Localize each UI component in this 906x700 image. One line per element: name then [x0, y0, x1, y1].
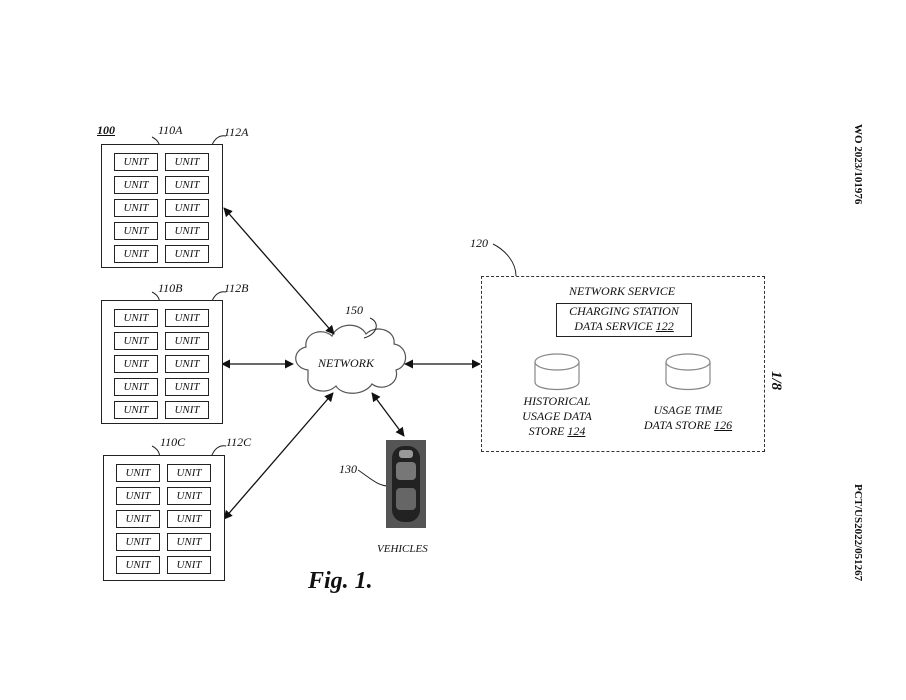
charging-station-b: [101, 300, 223, 424]
unit-box: UNIT: [114, 401, 158, 419]
historical-store-cylinder: [534, 353, 580, 391]
network-service-title: NETWORK SERVICE: [568, 284, 676, 298]
historical-ref: 124: [567, 424, 586, 438]
unit-box: UNIT: [116, 533, 160, 551]
station-c-ref: 110C: [160, 435, 186, 449]
station-c-unit-ref: 112C: [226, 435, 252, 449]
unit-box: UNIT: [167, 487, 211, 505]
unit-box: UNIT: [165, 245, 209, 263]
usage-time-ref: 126: [714, 418, 733, 432]
station-a-unit-ref: 112A: [224, 125, 249, 139]
network-ref: 150: [345, 303, 363, 317]
usage-time-store-cylinder: [665, 353, 711, 391]
station-b-ref: 110B: [158, 281, 183, 295]
unit-box: UNIT: [114, 199, 158, 217]
unit-box: UNIT: [165, 176, 209, 194]
unit-box: UNIT: [165, 378, 209, 396]
unit-box: UNIT: [116, 510, 160, 528]
link-network-vehicle: [371, 392, 405, 437]
charging-station-a: [101, 144, 223, 268]
unit-box: UNIT: [165, 199, 209, 217]
unit-box: UNIT: [114, 309, 158, 327]
unit-box: UNIT: [167, 533, 211, 551]
link-110C-network: [223, 392, 334, 520]
network-label: NETWORK: [318, 356, 375, 370]
unit-box: UNIT: [165, 332, 209, 350]
unit-box: UNIT: [114, 378, 158, 396]
historical-usage-data-store: HISTORICAL USAGE DATA STORE 124: [490, 394, 624, 439]
unit-box: UNIT: [114, 355, 158, 373]
unit-box: UNIT: [116, 487, 160, 505]
historical-line1: HISTORICAL: [523, 394, 591, 408]
link-110A-network: [223, 207, 335, 335]
historical-line2: USAGE DATA: [522, 409, 592, 423]
network-cloud: [295, 324, 407, 394]
usage-time-line2: DATA STORE: [643, 418, 712, 432]
charging-service-line1: CHARGING STATION: [569, 304, 679, 318]
unit-box: UNIT: [114, 222, 158, 240]
unit-box: UNIT: [114, 176, 158, 194]
publication-number: WO 2023/101976: [852, 124, 864, 205]
unit-box: UNIT: [167, 464, 211, 482]
historical-line3: STORE: [528, 424, 565, 438]
unit-box: UNIT: [165, 355, 209, 373]
sheet-number: 1/8: [768, 371, 784, 391]
vehicles-label: VEHICLES: [377, 543, 428, 555]
station-b-unit-ref: 112B: [224, 281, 249, 295]
application-number: PCT/US2022/051267: [852, 484, 864, 582]
charging-service-ref: 122: [655, 319, 674, 333]
charging-station-c: [103, 455, 225, 581]
unit-box: UNIT: [167, 510, 211, 528]
unit-box: UNIT: [114, 245, 158, 263]
vehicles-ref: 130: [339, 462, 357, 476]
vehicle-drawing: [386, 440, 426, 528]
charging-service-line2: DATA SERVICE: [574, 319, 653, 333]
network-service-ref: 120: [470, 236, 488, 250]
network-service-box: [481, 276, 765, 452]
figure-caption: Fig. 1.: [308, 568, 373, 594]
unit-box: UNIT: [165, 401, 209, 419]
usage-time-data-store: USAGE TIME DATA STORE 126: [620, 403, 756, 433]
unit-box: UNIT: [167, 556, 211, 574]
charging-station-data-service: CHARGING STATION DATA SERVICE 122: [556, 303, 692, 337]
unit-box: UNIT: [116, 464, 160, 482]
unit-box: UNIT: [165, 222, 209, 240]
system-ref-label: 100: [97, 123, 115, 137]
unit-box: UNIT: [165, 153, 209, 171]
usage-time-line1: USAGE TIME: [653, 403, 723, 417]
unit-box: UNIT: [165, 309, 209, 327]
station-a-ref: 110A: [158, 123, 183, 137]
unit-box: UNIT: [114, 332, 158, 350]
unit-box: UNIT: [114, 153, 158, 171]
unit-box: UNIT: [116, 556, 160, 574]
